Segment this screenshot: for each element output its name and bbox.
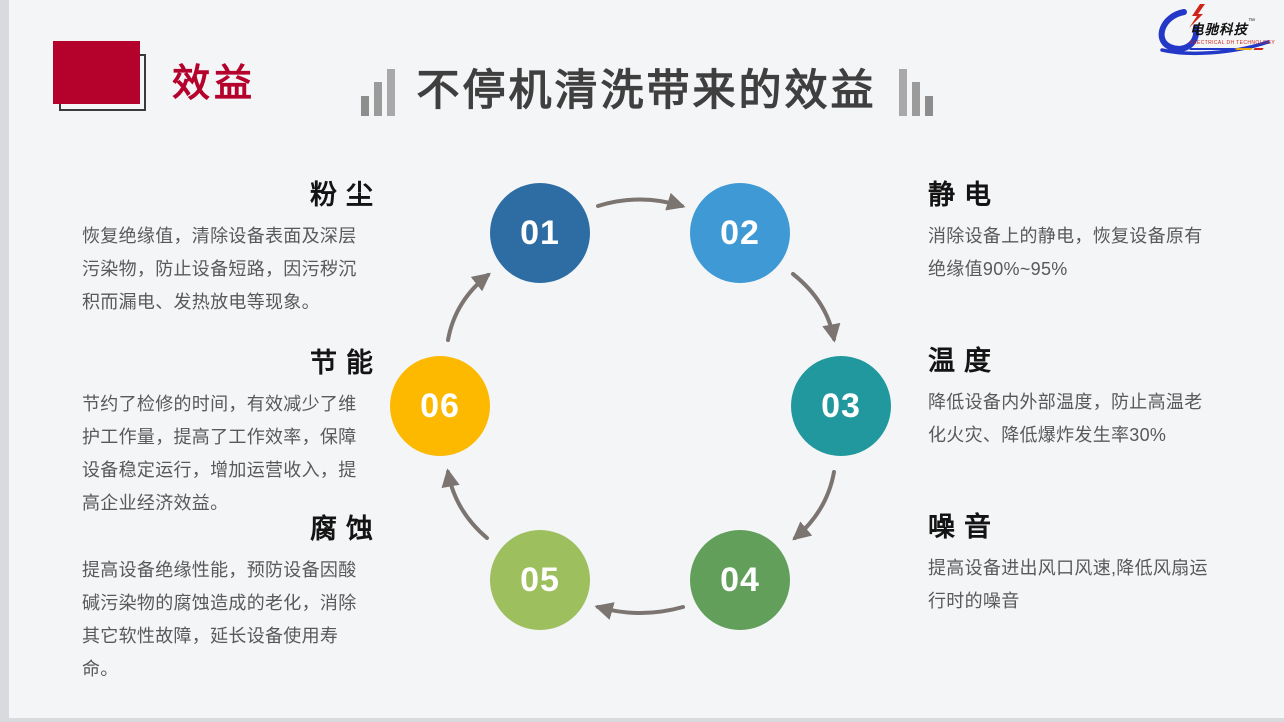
- step-number: 06: [420, 386, 460, 425]
- section-body: 提高设备进出风口风速,降低风扇运行时的噪音: [928, 558, 1208, 612]
- step-number: 03: [821, 386, 861, 425]
- step-number: 01: [520, 213, 560, 252]
- arrow-06-to-01: [446, 272, 491, 342]
- badge-label: 效益: [172, 63, 257, 105]
- arrow-05-to-06: [441, 468, 489, 540]
- section-heading: 温度: [928, 346, 1000, 376]
- cycle-step-03: 03: [791, 356, 891, 456]
- section-heading: 静电: [928, 180, 1000, 210]
- section-heading: 腐蚀: [310, 514, 382, 544]
- company-logo: 电驰科技™ ELECTRICAL DH TECHNOLOGY: [1154, 4, 1276, 56]
- cycle-step-04: 04: [690, 530, 790, 630]
- arrow-02-to-03: [791, 272, 841, 343]
- logo-underline: [1189, 48, 1276, 50]
- section-body: 恢复绝缘值，清除设备表面及深层污染物，防止设备短路，因污秽沉积而漏电、发热放电等…: [82, 226, 357, 313]
- lightning-icon: [1189, 4, 1205, 28]
- section-energy-saving: 节能 节约了检修的时间，有效减少了维护工作量，提高了工作效率，保障设备稳定运行，…: [82, 348, 373, 520]
- section-heading: 节能: [310, 348, 382, 378]
- section-noise: 噪音 提高设备进出风口风速,降低风扇运行时的噪音: [928, 512, 1214, 618]
- arrow-03-to-04: [792, 470, 836, 541]
- section-heading: 噪音: [928, 512, 1000, 542]
- bar-chart-icon-left: [360, 68, 395, 116]
- cycle-step-06: 06: [390, 356, 490, 456]
- section-body: 消除设备上的静电，恢复设备原有绝缘值90%~95%: [928, 226, 1203, 280]
- step-number: 05: [520, 560, 560, 599]
- slide-canvas: 效益 不停机清洗带来的效益 电驰科技™ ELECTRICAL DH TECHNO…: [9, 0, 1284, 718]
- cycle-step-05: 05: [490, 530, 590, 630]
- slide-title-row: 不停机清洗带来的效益: [9, 68, 1284, 116]
- section-static-electricity: 静电 消除设备上的静电，恢复设备原有绝缘值90%~95%: [928, 180, 1214, 286]
- logo-trademark: ™: [1248, 18, 1255, 25]
- slide-title: 不停机清洗带来的效益: [416, 67, 877, 116]
- section-body: 提高设备绝缘性能，预防设备因酸碱污染物的腐蚀造成的老化，消除其它软性故障，延长设…: [82, 560, 357, 680]
- section-body: 降低设备内外部温度，防止高温老化火灾、降低爆炸发生率30%: [928, 392, 1203, 446]
- cycle-step-02: 02: [690, 183, 790, 283]
- step-number: 02: [720, 213, 760, 252]
- badge-red-square: [53, 41, 140, 104]
- logo-tagline: ELECTRICAL DH TECHNOLOGY: [1190, 40, 1276, 46]
- section-corrosion: 腐蚀 提高设备绝缘性能，预防设备因酸碱污染物的腐蚀造成的老化，消除其它软性故障，…: [82, 514, 373, 686]
- arrow-04-to-05: [594, 602, 685, 620]
- cycle-step-01: 01: [490, 183, 590, 283]
- logo-swoosh-icon: [1158, 4, 1270, 56]
- logo-company-name: 电驰科技: [1190, 22, 1248, 37]
- section-body: 节约了检修的时间，有效减少了维护工作量，提高了工作效率，保障设备稳定运行，增加运…: [82, 394, 357, 514]
- bar-chart-icon-right: [898, 68, 933, 116]
- arrow-01-to-02: [596, 192, 686, 211]
- logo-text-block: 电驰科技™ ELECTRICAL DH TECHNOLOGY: [1189, 18, 1276, 50]
- step-number: 04: [720, 560, 760, 599]
- section-temperature: 温度 降低设备内外部温度，防止高温老化火灾、降低爆炸发生率30%: [928, 346, 1214, 452]
- section-heading: 粉尘: [310, 180, 382, 210]
- section-dust: 粉尘 恢复绝缘值，清除设备表面及深层污染物，防止设备短路，因污秽沉积而漏电、发热…: [82, 180, 373, 319]
